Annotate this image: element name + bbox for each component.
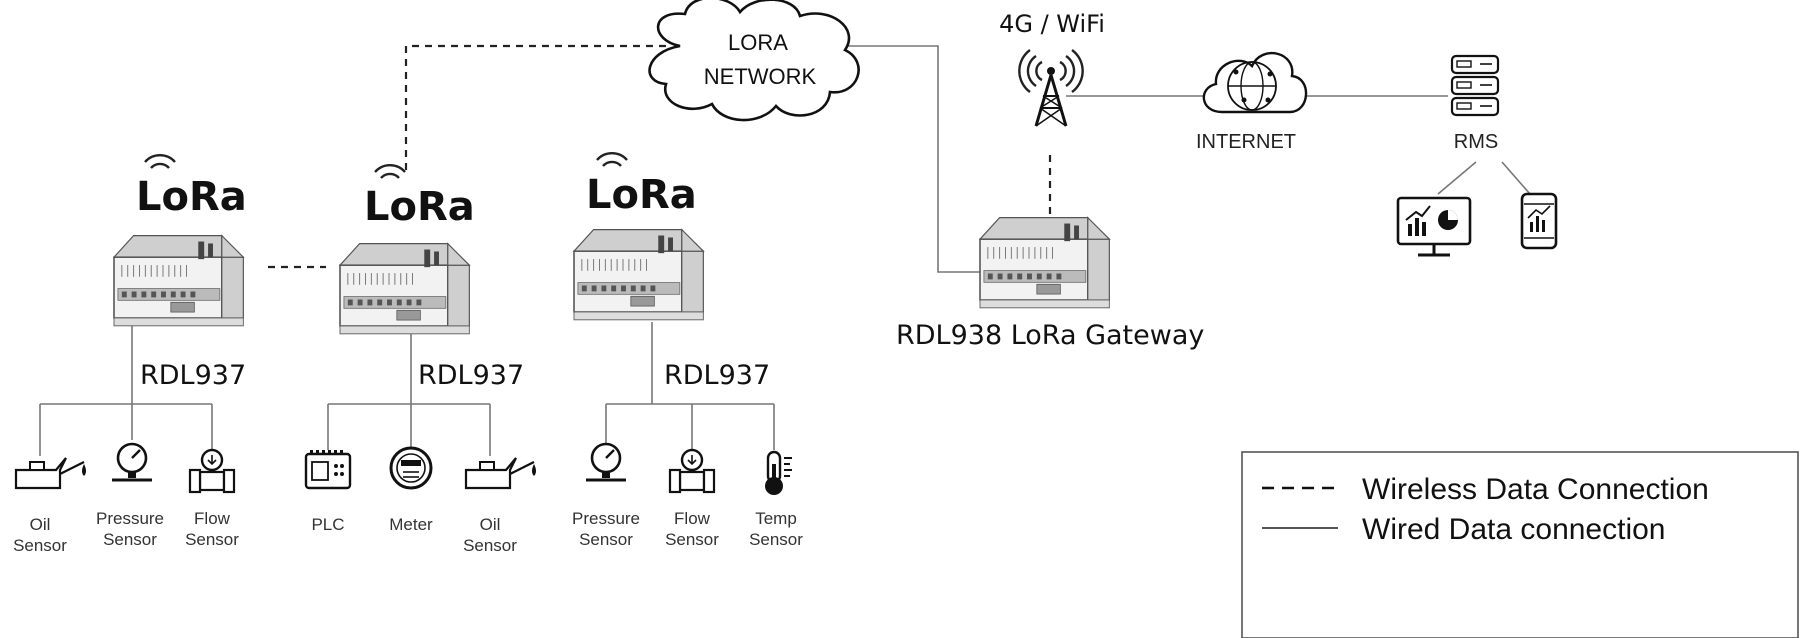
lora-logo-1: LoRa: [136, 174, 247, 220]
flow-meter-icon: [188, 448, 236, 494]
globe-cloud-icon: [1202, 51, 1308, 114]
sensor-label-3c-l1: Temp: [755, 509, 797, 528]
legend-wired-label: Wired Data connection: [1362, 513, 1666, 546]
sensor-label-1a-l2: Sensor: [13, 536, 67, 555]
sensor-label-2c-l1: Oil: [480, 515, 501, 534]
lora-node-2: LoRa RDL937: [339, 164, 525, 391]
lora-logo-3: LoRa: [586, 172, 697, 218]
legend-wireless-label: Wireless Data Connection: [1362, 473, 1709, 506]
wireless-link-node2-cloud: [404, 44, 668, 170]
uplink-label: 4G / WiFi: [999, 10, 1105, 38]
oil-can-icon: [14, 457, 86, 490]
sensor-label-3a-l2: Sensor: [579, 530, 633, 549]
sensor-label-2c-l2: Sensor: [463, 536, 517, 555]
rms-server: RMS: [1450, 54, 1500, 153]
lora-signal-icon: [143, 154, 177, 170]
meter-icon: [389, 446, 433, 490]
flow-meter-icon: [668, 448, 716, 494]
node-1-label: RDL937: [140, 360, 246, 391]
din-rail-device-icon: [113, 234, 245, 327]
internet-cloud: INTERNET: [1196, 51, 1308, 153]
sensor-label-1c-l1: Flow: [194, 509, 231, 528]
thermometer-icon: [765, 450, 792, 495]
sensor-label-3a-l1: Pressure: [572, 509, 640, 528]
lora-network-cloud: LORA NETWORK: [648, 0, 860, 122]
connections: [39, 44, 1531, 456]
lora-signal-icon: [595, 152, 629, 168]
node-2-label: RDL937: [418, 360, 524, 391]
legend-box: [1241, 451, 1799, 638]
wired-link-rms-monitor: [1437, 161, 1477, 195]
gateway-label: RDL938 LoRa Gateway: [896, 320, 1204, 351]
plc-icon: [304, 450, 352, 490]
sensor-label-1b-l1: Pressure: [96, 509, 164, 528]
sensor-label-3b-l1: Flow: [674, 509, 711, 528]
wired-link-cloud-gateway: [842, 45, 986, 273]
lora-node-3: LoRa RDL937: [573, 152, 770, 391]
legend: Wireless Data Connection Wired Data conn…: [1241, 451, 1799, 638]
din-rail-device-icon: [979, 216, 1111, 309]
internet-label: INTERNET: [1196, 131, 1296, 153]
din-rail-device-icon: [339, 242, 471, 335]
antenna-tower-icon: [1018, 49, 1084, 127]
lora-gateway: RDL938 LoRa Gateway: [896, 216, 1204, 351]
sensor-label-1a-l1: Oil: [30, 515, 51, 534]
cloud-icon: [648, 0, 860, 122]
cloud-label-line2: NETWORK: [704, 64, 817, 89]
server-icon: [1450, 54, 1500, 117]
sensor-label-3b-l2: Sensor: [665, 530, 719, 549]
node-3-label: RDL937: [664, 360, 770, 391]
uplink-tower: 4G / WiFi: [999, 10, 1105, 127]
wired-link-rms-tablet: [1501, 161, 1531, 195]
din-rail-device-icon: [573, 228, 705, 321]
lora-logo-2: LoRa: [364, 184, 475, 230]
lora-signal-icon: [373, 164, 407, 180]
sensor-label-2b-l1: Meter: [389, 515, 433, 534]
sensor-label-1c-l2: Sensor: [185, 530, 239, 549]
sensor-label-3c-l2: Sensor: [749, 530, 803, 549]
rms-label: RMS: [1454, 131, 1498, 153]
sensor-labels: Oil Sensor Pressure Sensor Flow Sensor P…: [13, 509, 803, 555]
monitor-chart-icon: [1396, 196, 1472, 257]
pressure-gauge-icon: [586, 442, 626, 482]
sensor-label-2a-l1: PLC: [311, 515, 344, 534]
oil-can-icon: [464, 457, 536, 490]
sensor-label-1b-l2: Sensor: [103, 530, 157, 549]
lora-node-1: LoRa RDL937: [113, 154, 247, 391]
tablet-chart-icon: [1520, 192, 1558, 250]
pressure-gauge-icon: [112, 442, 152, 482]
cloud-label-line1: LORA: [728, 30, 788, 55]
